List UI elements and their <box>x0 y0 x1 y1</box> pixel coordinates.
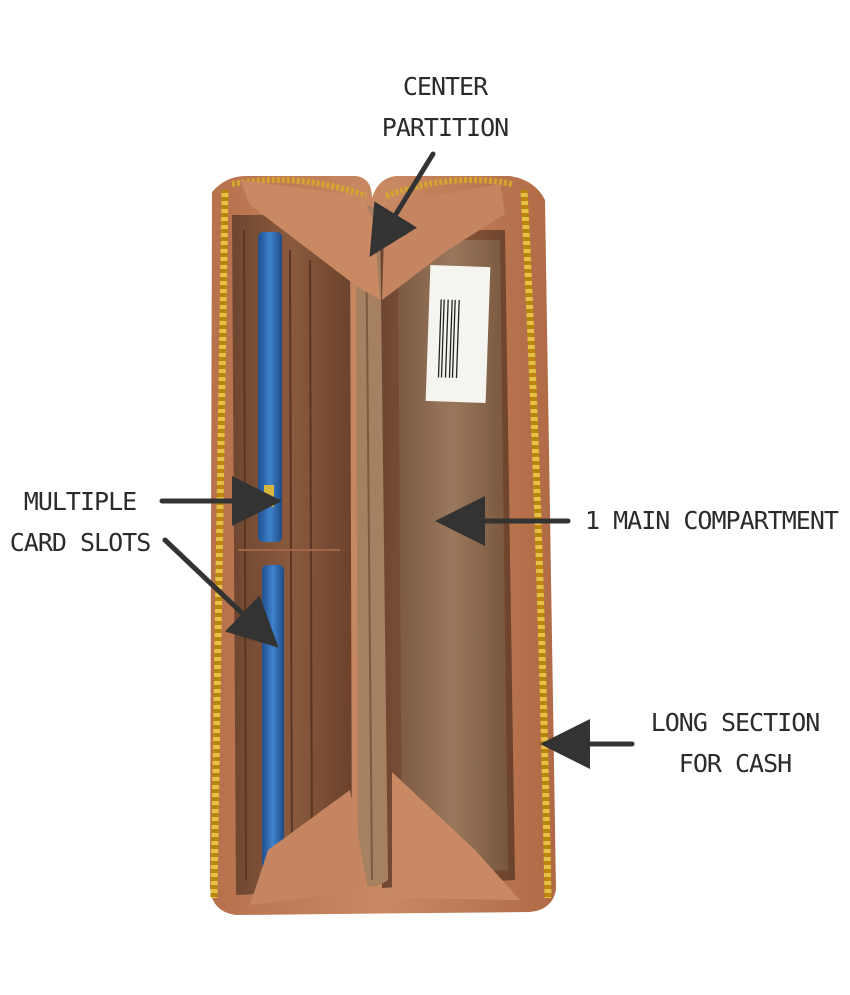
label-main-compartment: 1 MAIN COMPARTMENT <box>585 500 850 541</box>
zipper-left <box>210 189 229 899</box>
center-partition <box>356 205 388 887</box>
label-main-compartment-line1: 1 MAIN COMPARTMENT <box>585 506 839 535</box>
label-cash-section-line1: LONG SECTION <box>650 708 821 737</box>
label-center-partition: CENTER PARTITION <box>360 66 530 148</box>
credit-card-top <box>258 232 282 542</box>
price-tag <box>425 264 491 404</box>
bottom-gusset-right <box>392 772 520 900</box>
arrow-card-slots-2 <box>162 537 279 648</box>
top-gusset-left <box>240 180 380 300</box>
label-cash-section-line2: FOR CASH <box>678 749 792 778</box>
arrow-center-partition <box>369 151 436 258</box>
label-card-slots: MULTIPLE CARD SLOTS <box>0 481 160 563</box>
label-center-partition-line2: PARTITION <box>381 113 509 142</box>
card-slot-lines <box>238 229 340 881</box>
label-cash-section: LONG SECTION FOR CASH <box>640 702 830 784</box>
bottom-gusset-left <box>250 790 368 905</box>
label-card-slots-line1: MULTIPLE <box>23 487 137 516</box>
label-center-partition-line1: CENTER <box>402 72 488 101</box>
label-card-slots-line2: CARD SLOTS <box>9 528 152 557</box>
